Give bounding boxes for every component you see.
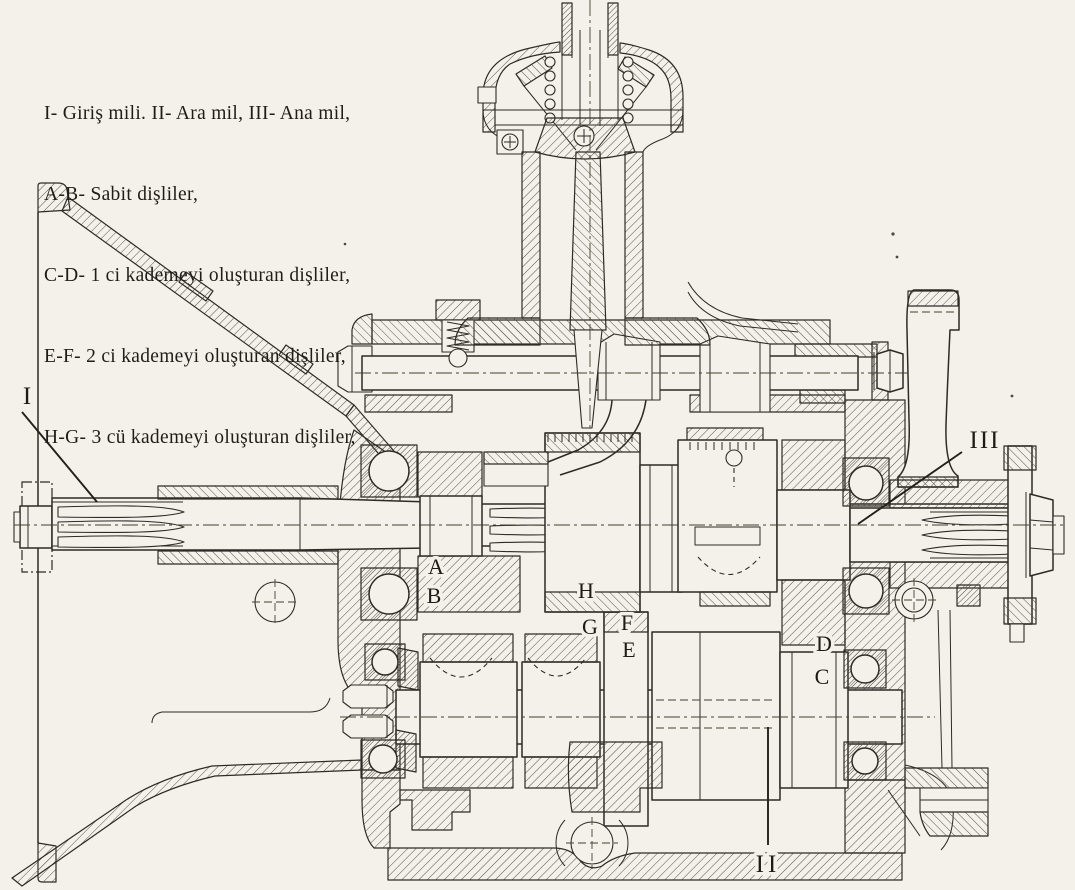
label-gear-g: G <box>582 614 598 639</box>
label-gear-b: B <box>427 583 442 608</box>
legend: I- Giriş mili. II- Ara mil, III- Ana mil… <box>44 46 356 505</box>
paper-specks <box>343 232 1014 398</box>
label-intermediate-shaft: II <box>756 851 781 878</box>
centerlines <box>14 0 1064 718</box>
label-gear-a: A <box>428 554 444 579</box>
legend-line-second-stage: E-F- 2 ci kademeyi oluşturan dişliler, <box>44 346 346 367</box>
legend-line-fixed-gears: A-B- Sabit dişliler, <box>44 184 199 205</box>
input-shaft <box>13 481 431 573</box>
leader-main-shaft <box>857 451 963 525</box>
leader-input-shaft <box>21 411 98 503</box>
label-main-shaft: III <box>970 427 1001 454</box>
output-shaft <box>849 445 1065 643</box>
shift-rail-and-fork <box>361 299 904 487</box>
label-gear-d: D <box>816 631 832 656</box>
label-gear-f: F <box>621 610 633 635</box>
label-gear-c: C <box>815 664 830 689</box>
legend-line-third-stage: H-G- 3 cü kademeyi oluşturan dişliler, <box>44 427 356 448</box>
countershaft-gear-cluster <box>342 611 903 869</box>
shift-tower <box>454 2 711 429</box>
label-input-shaft: I <box>23 383 31 410</box>
main-shaft-gears <box>417 427 1011 646</box>
part-labels: I III II A B H G F E D C <box>19 380 1002 882</box>
legend-line-first-stage: C-D- 1 ci kademeyi oluşturan dişliler, <box>44 265 351 286</box>
legend-line-shafts: I- Giriş mili. II- Ara mil, III- Ana mil… <box>44 103 351 124</box>
ball-bearings <box>360 444 890 781</box>
label-gear-e: E <box>622 637 635 662</box>
label-gear-h: H <box>578 578 594 603</box>
